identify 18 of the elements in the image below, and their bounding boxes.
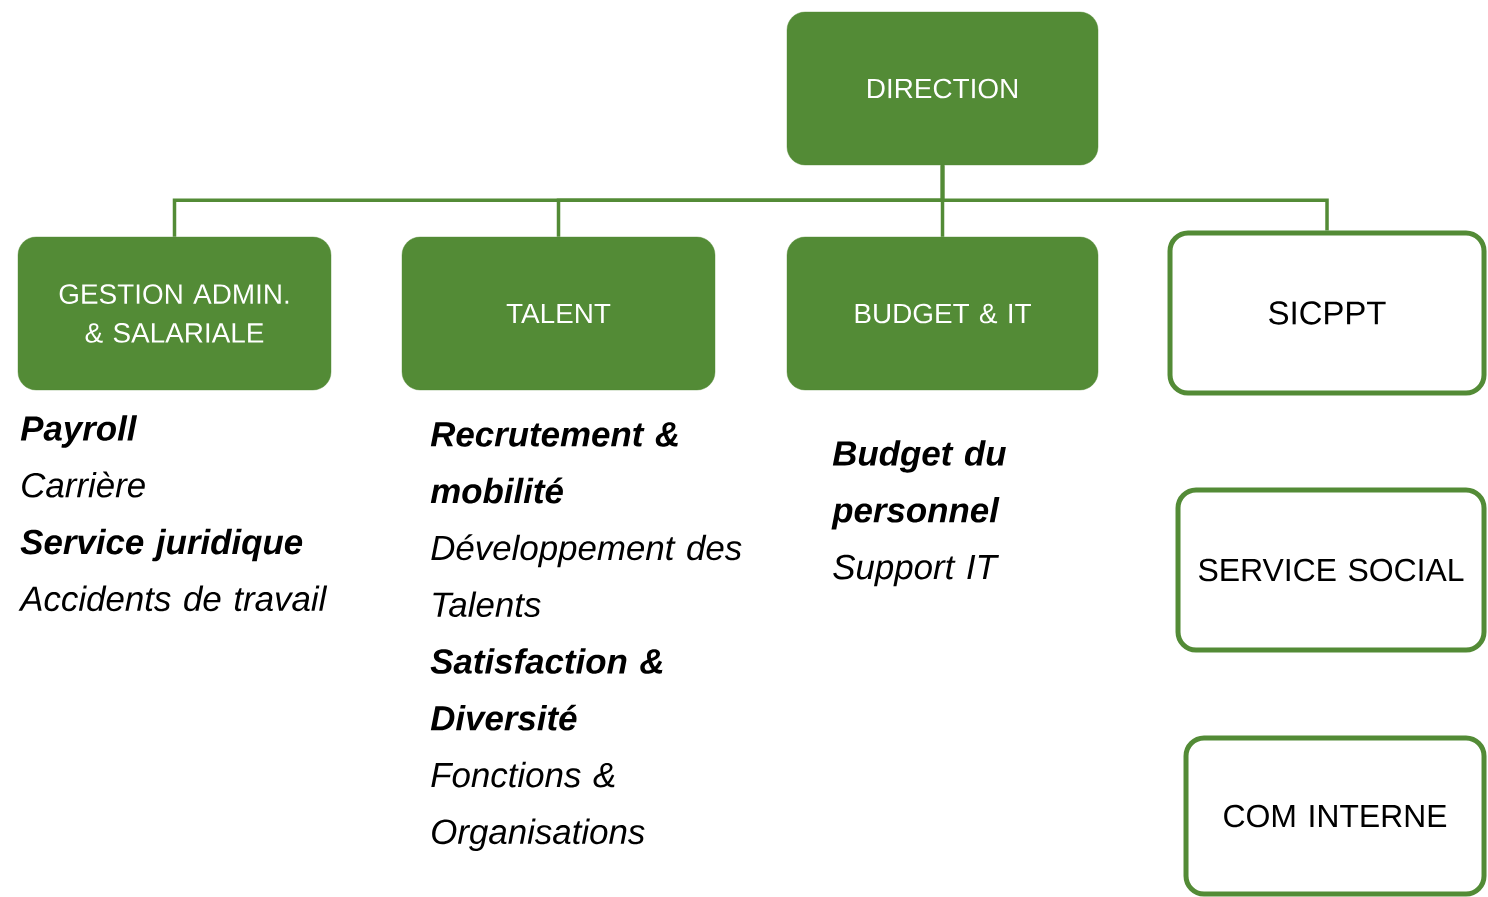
list-item: Payroll — [20, 415, 138, 448]
list-item: Support IT — [833, 554, 999, 587]
connector-line — [940, 165, 1329, 231]
org-box: SICPPT — [1167, 230, 1487, 396]
list-item: Accidents de travail — [18, 585, 328, 612]
org-box: SERVICE SOCIAL — [1175, 487, 1487, 653]
list-item: Recrutement & mobilité — [430, 422, 678, 504]
list-item: Service juridique — [20, 528, 303, 562]
org-box: BUDGET & IT — [786, 236, 1099, 391]
list-item: Carrière — [22, 471, 145, 498]
org-box: DIRECTION — [786, 11, 1099, 166]
org-box: COM INTERNE — [1183, 735, 1487, 897]
org-box: TALENT — [401, 236, 716, 391]
list-item: Satisfaction & Diversité — [430, 648, 663, 731]
list-item: Budget du personnel — [831, 440, 1006, 530]
org-box: GESTION ADMIN. & SALARIALE — [17, 236, 332, 391]
list-item: Fonctions & Organisations — [431, 761, 645, 852]
list-item: Développement des Talents — [431, 534, 742, 618]
